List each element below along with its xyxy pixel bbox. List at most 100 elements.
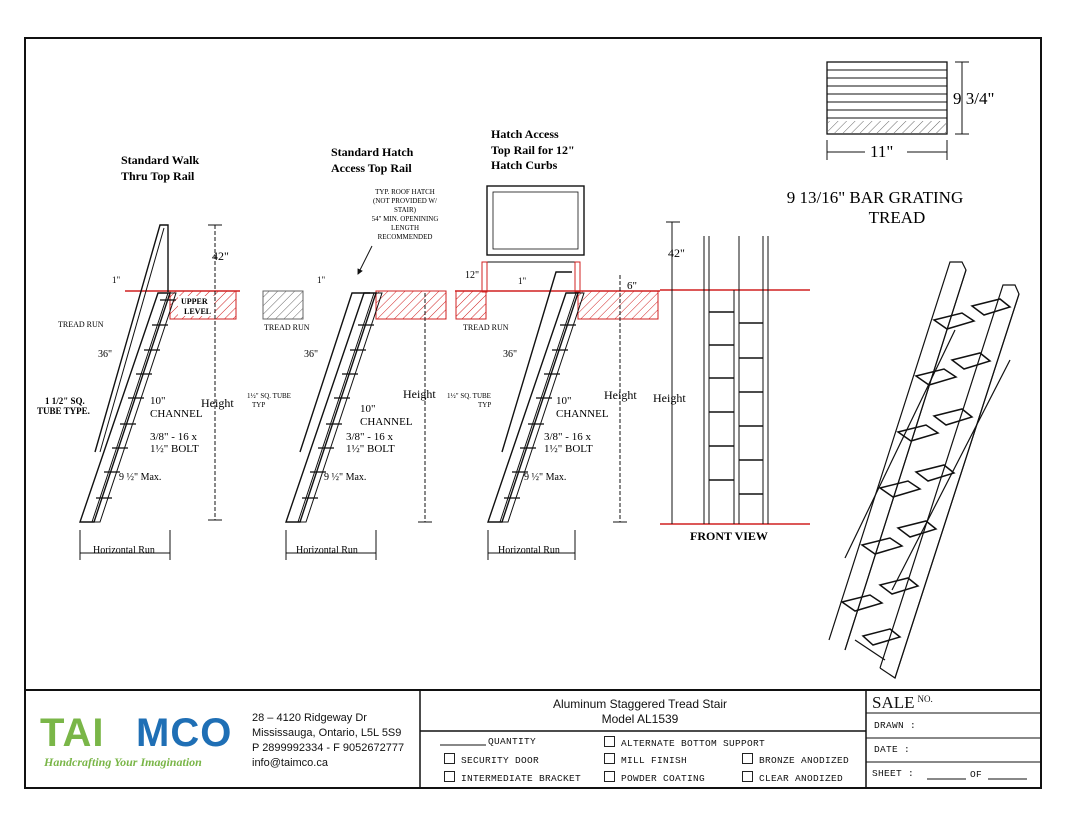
option-label: INTERMEDIATE BRACKET [461,773,582,784]
option-label: CLEAR ANODIZED [759,773,844,784]
drawing-sheet [24,37,1042,789]
email: info@taimco.ca [252,757,328,769]
dim-36-b: 36" [304,349,318,360]
product-name: Aluminum Staggered Tread Stair [552,697,728,711]
company-address: 28 – 4120 Ridgeway Dr Mississauga, Ontar… [252,711,404,771]
channel-b-2: CHANNEL [360,416,413,428]
tread-detail: 9 3/4" 11" 9 13/16" BAR GRATING TREAD [787,61,994,227]
roof-note-1: TYP. ROOF HATCH [375,188,435,196]
roof-note-2: (NOT PROVIDED W/ [373,197,437,205]
option-label: MILL FINISH [621,755,688,766]
tube-type-c-1: 1½" SQ. TUBE [447,392,491,400]
tread-title-2: TREAD [869,208,926,227]
channel-a-2: CHANNEL [150,408,203,420]
checkbox[interactable] [604,771,615,782]
height-a: Height [201,396,234,410]
dim-42-front: 42" [668,246,685,260]
bolt-a-2: 1½" BOLT [150,443,199,455]
checkbox[interactable] [742,771,753,782]
tread-depth: 9 3/4" [953,89,994,108]
bolt-a-1: 3/8" - 16 x [150,431,197,443]
horizontal-run-a: Horizontal Run [93,545,155,556]
max-b: 9 ½" Max. [324,472,366,483]
taimco-wordmark: TAI MCO Handcrafting Your Imagination [40,711,231,769]
svg-text:MCO: MCO [136,711,230,755]
max-c: 9 ½" Max. [524,472,566,483]
bolt-c-2: 1½" BOLT [544,443,593,455]
tread-run-c: TREAD RUN [463,323,509,332]
upper-level-label-1: UPPER [181,297,208,306]
dim-36-a: 36" [98,349,112,360]
horizontal-run-b: Horizontal Run [296,545,358,556]
option-intermediate-bracket[interactable]: INTERMEDIATE BRACKET [444,771,581,784]
checkbox[interactable] [444,753,455,764]
stair-walk-thru: Standard Walk Thru Top Rail UPPER LEVEL … [37,153,240,560]
hatch-curb-label-1: Hatch Access [491,127,559,141]
sale-text: SALE [872,693,915,712]
tread-title-1: 9 13/16" BAR GRATING [787,188,963,207]
channel-c-1: 10" [556,395,572,407]
address-line-2: Mississauga, Ontario, L5L 5S9 [252,727,402,739]
tube-type-b-2: TYP [252,401,265,409]
front-view-label: FRONT VIEW [690,529,768,543]
bolt-c-1: 3/8" - 16 x [544,431,591,443]
roof-note-3: STAIR) [394,206,417,214]
date-label: DATE : [874,744,911,755]
bolt-b-1: 3/8" - 16 x [346,431,393,443]
title-block [24,689,1042,789]
tube-type-a-2: TUBE TYPE. [37,406,90,416]
sheet-label: SHEET : [872,768,915,779]
roof-note-6: RECOMMENDED [378,233,433,241]
option-powder-coating[interactable]: POWDER COATING [604,771,705,784]
tube-type-b-1: 1½" SQ. TUBE [247,392,291,400]
stair-hatch-curb: Hatch Access Top Rail for 12" Hatch Curb… [447,127,660,560]
checkbox[interactable] [604,753,615,764]
dim-6: 6" [627,280,637,292]
walk-thru-label-2: Thru Top Rail [121,169,195,183]
hatch-label-2: Access Top Rail [331,161,412,175]
dim-42-a: 42" [212,249,229,263]
stair-hatch: Standard Hatch Access Top Rail TYP. ROOF… [247,145,447,560]
option-label: POWDER COATING [621,773,706,784]
option-mill-finish[interactable]: MILL FINISH [604,753,687,766]
dim-1-c: 1" [518,276,527,286]
isometric-stair [828,261,1020,679]
product-title: Aluminum Staggered Tread Stair Model AL1… [420,697,860,727]
of-label: OF [970,769,983,780]
hatch-door [486,185,585,256]
dim-12: 12" [465,270,479,281]
option-label: BRONZE ANODIZED [759,755,850,766]
option-clear-anodized[interactable]: CLEAR ANODIZED [742,771,843,784]
tread-width: 11" [870,142,893,161]
walk-thru-label-1: Standard Walk [121,153,199,167]
dim-36-c: 36" [503,349,517,360]
hatch-curb-label-3: Hatch Curbs [491,158,558,172]
option-bronze-anodized[interactable]: BRONZE ANODIZED [742,753,849,766]
tread-run-b: TREAD RUN [264,323,310,332]
height-c: Height [604,388,637,402]
dim-1-a: 1" [112,275,121,285]
option-security-door[interactable]: SECURITY DOOR [444,753,539,766]
checkbox[interactable] [444,771,455,782]
address-line-1: 28 – 4120 Ridgeway Dr [252,712,367,724]
horizontal-run-c: Horizontal Run [498,545,560,556]
upper-level-label-2: LEVEL [184,307,211,316]
drawn-label: DRAWN : [874,720,917,731]
max-a: 9 ½" Max. [119,472,161,483]
hatch-label-1: Standard Hatch [331,145,414,159]
option-label: ALTERNATE BOTTOM SUPPORT [621,738,766,749]
tube-type-a-1: 1 1/2" SQ. [45,396,85,406]
height-front: Height [653,391,686,405]
phone-fax: P 2899992334 - F 9052672777 [252,742,405,754]
checkbox[interactable] [742,753,753,764]
taimco-logo: TAI MCO Handcrafting Your Imagination [40,710,231,777]
height-b: Height [403,387,436,401]
checkbox[interactable] [604,736,615,747]
channel-c-2: CHANNEL [556,408,609,420]
roof-note-4: 54" MIN. OPENINING [372,215,439,223]
option-alternate-bottom-support[interactable]: ALTERNATE BOTTOM SUPPORT [604,736,765,749]
svg-text:TAI: TAI [40,711,104,755]
dim-1-b: 1" [317,275,326,285]
